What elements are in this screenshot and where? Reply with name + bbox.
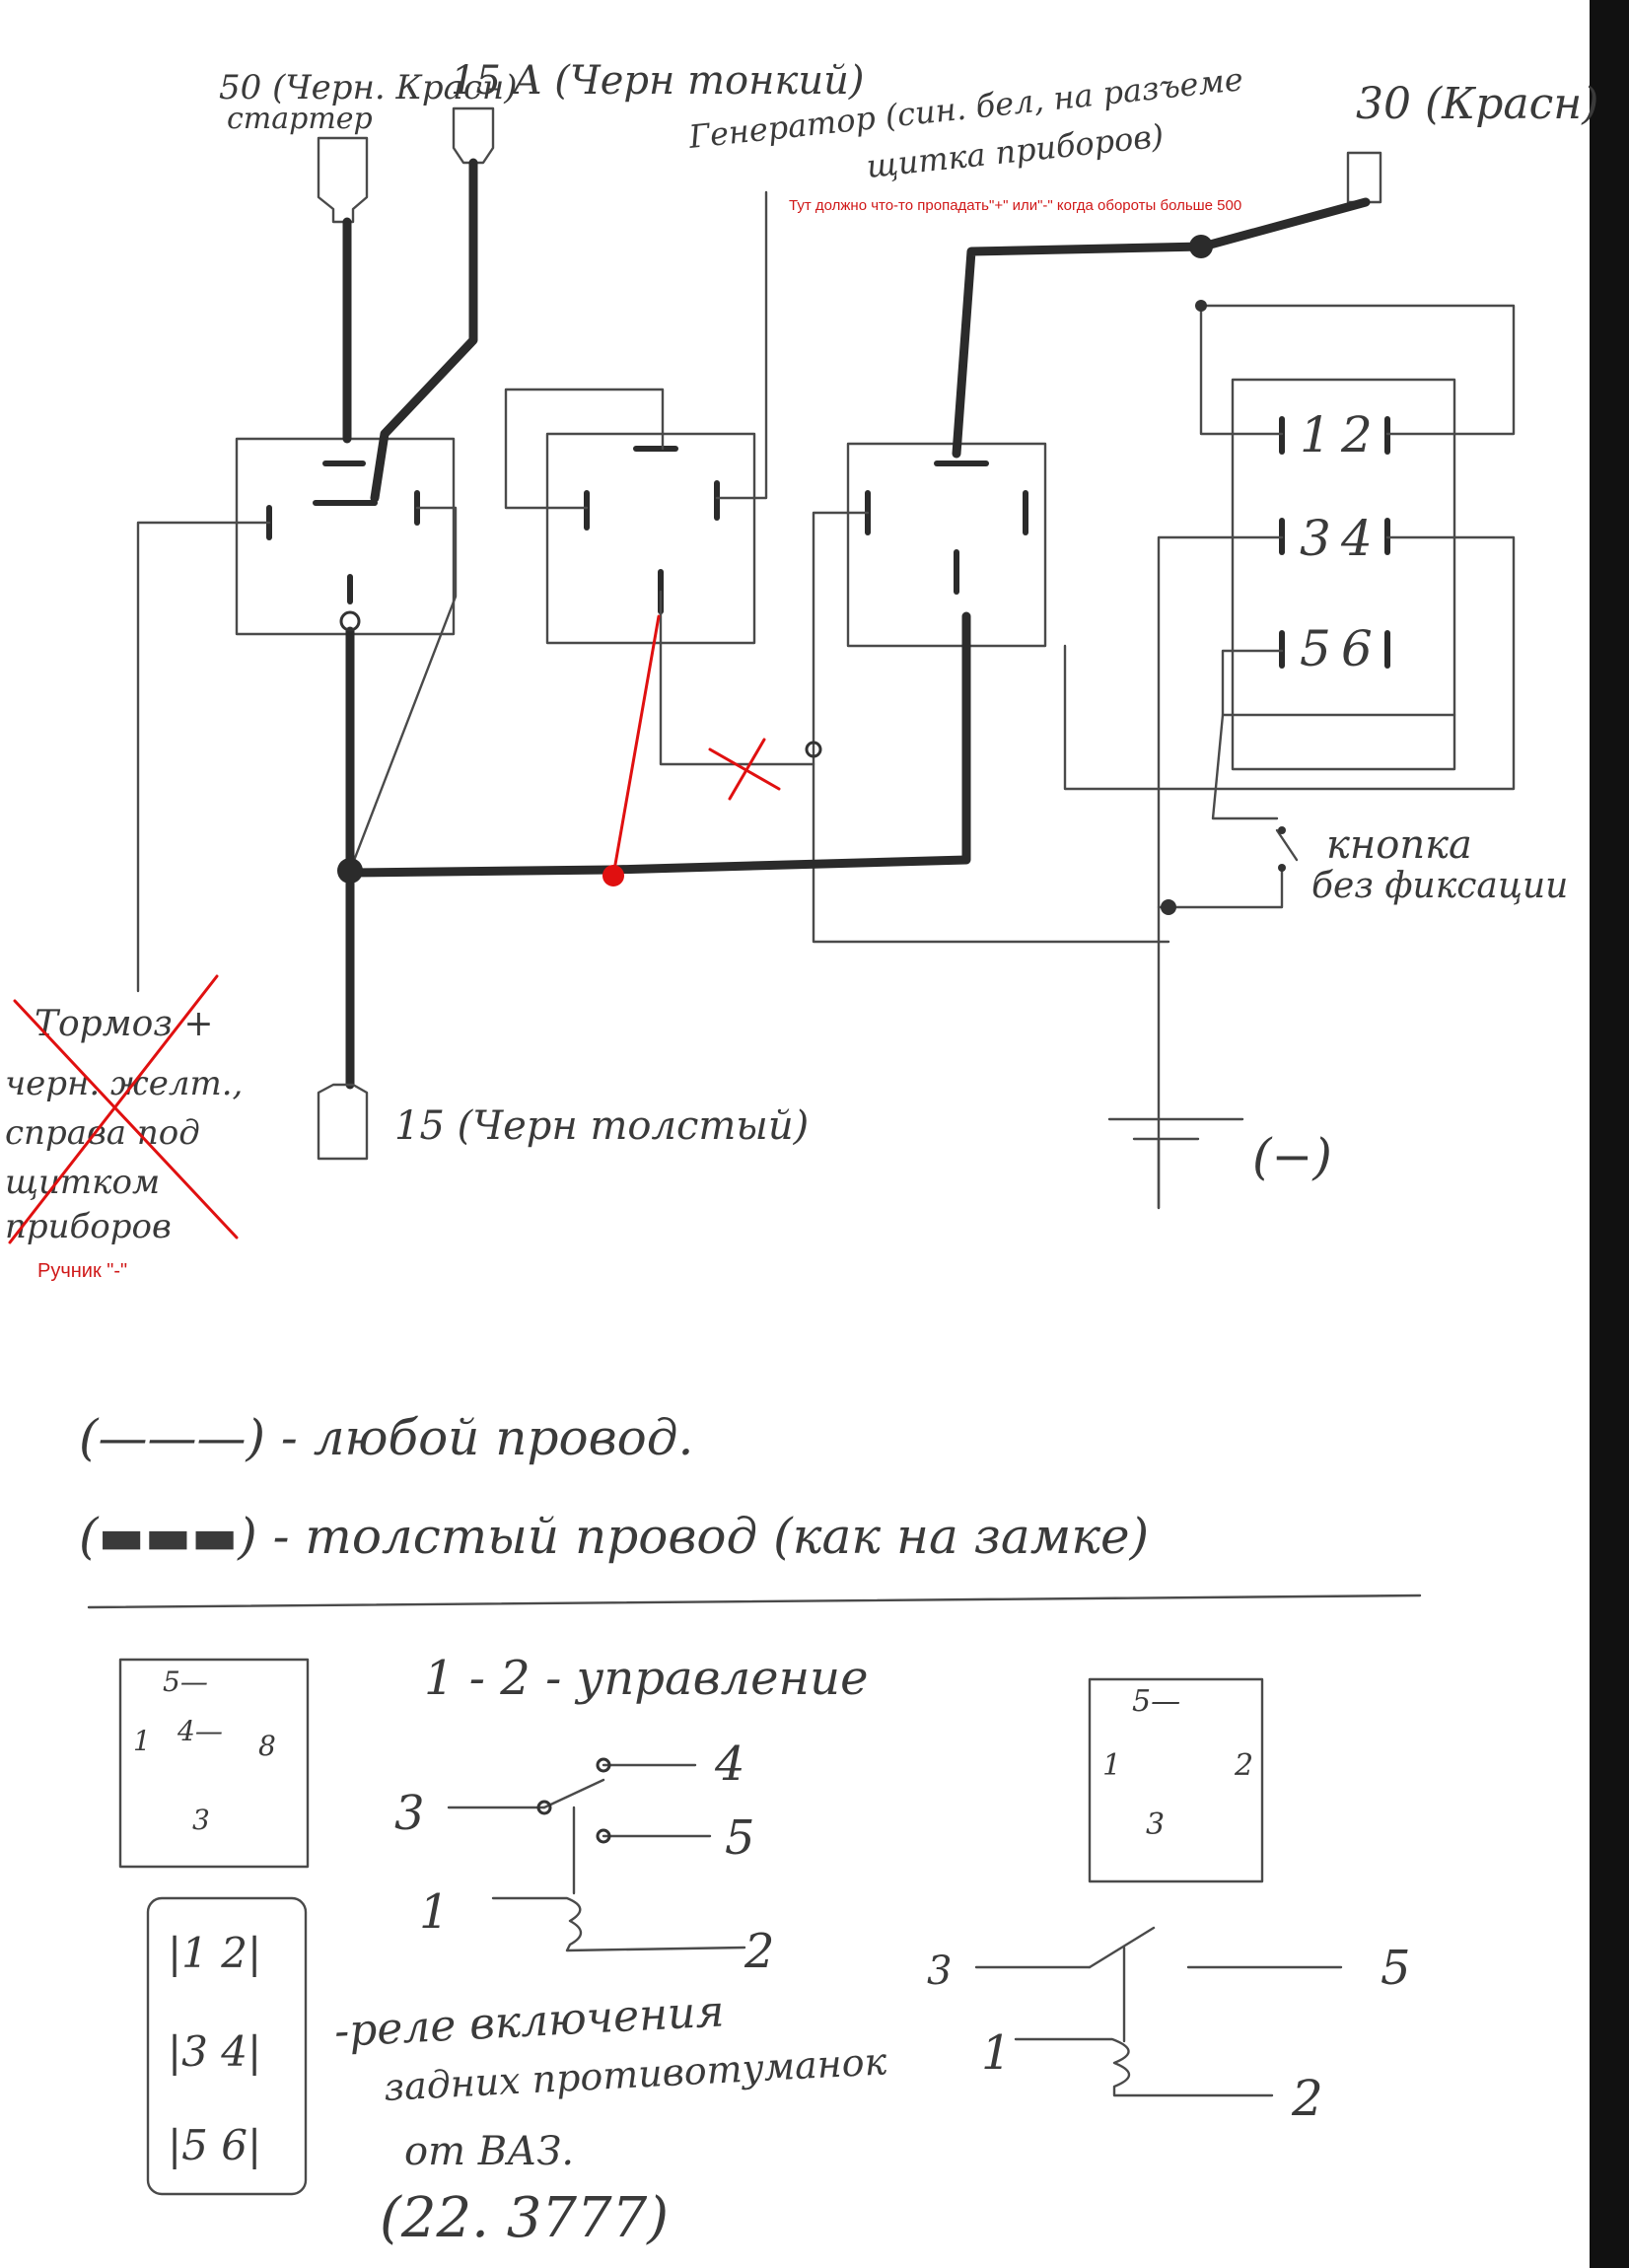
- relay-desc-3: от ВАЗ.: [404, 2129, 574, 2174]
- note-handbrake: Ручник "-": [37, 1260, 127, 1282]
- schematic-top-n2: 2: [744, 1924, 775, 1979]
- legend-any-wire: (———) - любой провод.: [79, 1409, 693, 1466]
- relay-block-legend-row3: |5 6|: [168, 2121, 261, 2169]
- wire-relay2-top: [504, 388, 665, 510]
- schematic-top-n3: 3: [394, 1786, 425, 1841]
- label-brake-1: Тормоз +: [35, 1004, 214, 1044]
- removed-link-cross: [708, 738, 781, 801]
- schematic-bottom-n1: 1: [981, 2025, 1012, 2081]
- scan-edge: [1590, 0, 1629, 2268]
- pinout-right-pin3: 3: [1146, 1807, 1165, 1842]
- label-15-thick: 15 (Черн толстый): [394, 1103, 809, 1149]
- relay-block-pin-3: 3: [1300, 510, 1331, 567]
- relay-model: (22. 3777): [380, 2186, 669, 2250]
- label-brake-3: справа под: [5, 1113, 200, 1153]
- thick-30: [952, 197, 1371, 459]
- pinout-right-pin1: 1: [1102, 1748, 1121, 1783]
- connector-15-thick: [317, 1083, 369, 1161]
- wire-pin3-ground: [1157, 535, 1284, 1210]
- connector-starter-50: [317, 136, 369, 224]
- thick-bus: [345, 611, 971, 878]
- wire-brake: [136, 521, 271, 993]
- label-brake-5: приборов: [5, 1207, 172, 1246]
- relay-block-1-6: 1 2 3 4 5 6: [1231, 378, 1456, 771]
- pinout-left-pin4: 4—: [177, 1715, 223, 1747]
- connector-30: [1346, 151, 1382, 204]
- note-rpm: Тут должно что-то пропадать"+" или"-" ко…: [789, 197, 1241, 214]
- schematic-bottom-n2: 2: [1291, 2070, 1323, 2127]
- button-contact: [1275, 828, 1299, 862]
- label-starter-wire: 50 (Черн. Красн): [219, 68, 518, 107]
- relay-block-pin-5: 5: [1300, 620, 1331, 677]
- legend-thick-wire: (▬▬▬) - толстый провод (как на замке): [79, 1508, 1149, 1565]
- pinout-left: 5— 1 4— 8 3: [118, 1658, 310, 1869]
- wire-button-lower: [1157, 866, 1284, 909]
- wire-pin5-loop: [1221, 649, 1456, 717]
- brake-label: Тормоз + черн. желт., справа под щитком …: [5, 974, 243, 1246]
- relay-block-pin-1: 1: [1300, 406, 1331, 463]
- label-30: 30 (Красн): [1356, 79, 1598, 129]
- wire-pin4-to-relay3: [1063, 535, 1516, 791]
- legend: (———) - любой провод. (▬▬▬) - толстый пр…: [79, 1409, 1422, 1609]
- relay-block-legend-row2: |3 4|: [168, 2027, 261, 2076]
- relay-3: [846, 442, 1047, 648]
- schematic-bottom-n5: 5: [1381, 1941, 1411, 1996]
- schematic-top-n4: 4: [714, 1736, 745, 1792]
- pinout-right-pin5: 5—: [1132, 1684, 1180, 1719]
- relay-schematic-top: 3 4 5 1 2: [394, 1736, 775, 1979]
- schematic-top-n1: 1: [419, 1884, 450, 1940]
- thick-15a: [370, 158, 478, 503]
- junctions: [337, 235, 1213, 915]
- relay-schematic-bottom: 3 5 1 2: [927, 1926, 1411, 2127]
- wire-relay3-left: [812, 511, 1170, 944]
- wire-generator: [715, 190, 768, 500]
- pinout-right: 5— 1 2 3: [1088, 1677, 1264, 1883]
- added-red-wire: [602, 614, 661, 886]
- wire-button-upper: [1211, 713, 1279, 820]
- label-button-2: без фиксации: [1311, 866, 1568, 906]
- legend-control: 1 - 2 - управление: [424, 1651, 869, 1706]
- wire-relay2-bottom-cross: [659, 590, 815, 766]
- relay-block-legend-row1: |1 2|: [168, 1929, 261, 1977]
- label-ground: (−): [1252, 1128, 1332, 1185]
- ground-symbol: [1107, 1117, 1244, 1210]
- relay-block-legend: |1 2| |3 4| |5 6|: [146, 1896, 308, 2196]
- relay-2: [545, 432, 756, 645]
- label-brake-4: щитком: [5, 1163, 160, 1202]
- relay-block-pin-4: 4: [1340, 510, 1373, 567]
- relay-desc-1: -реле включения: [333, 1986, 726, 2057]
- schematic-bottom-n3: 3: [927, 1949, 952, 1994]
- relay-block-pin-6: 6: [1341, 620, 1373, 677]
- pinout-left-pin1: 1: [133, 1725, 151, 1757]
- connector-15a: [452, 106, 495, 165]
- label-button-1: кнопка: [1326, 822, 1472, 868]
- label-starter: стартер: [227, 102, 373, 136]
- schematic-top-n5: 5: [725, 1810, 755, 1866]
- label-15a: 15 A (Черн тонкий): [451, 58, 864, 104]
- pinout-left-pin5: 5—: [163, 1666, 208, 1698]
- relay-block-pin-2: 2: [1340, 406, 1373, 463]
- pinout-right-pin2: 2: [1234, 1748, 1253, 1783]
- relay-1: [235, 437, 456, 636]
- wire-30-to-pin2: [1199, 304, 1516, 436]
- wire-15a-to-node: [348, 506, 458, 873]
- legend-divider: [87, 1594, 1422, 1609]
- wire-30-to-pin1: [1199, 304, 1284, 436]
- pinout-left-pin3: 3: [192, 1804, 210, 1836]
- pinout-left-pin8: 8: [258, 1730, 276, 1762]
- thick-wires: [342, 158, 1371, 1090]
- thin-wires: [136, 190, 1516, 1210]
